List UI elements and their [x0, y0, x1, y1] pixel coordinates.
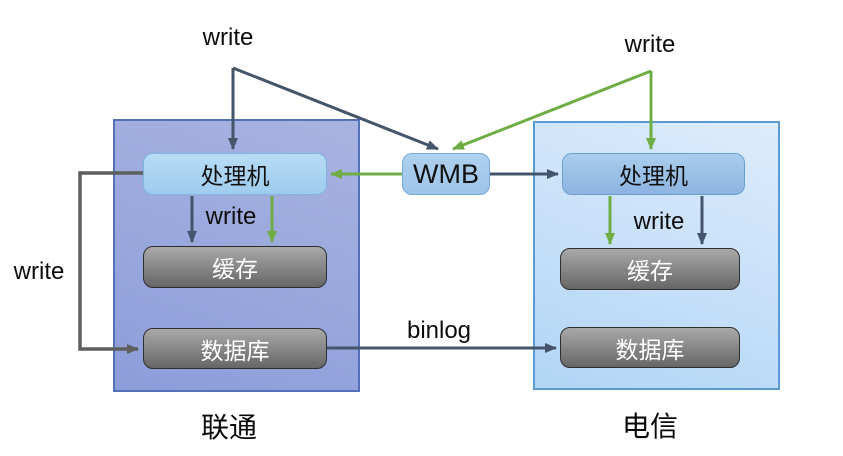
telecom-caption: 电信	[621, 410, 678, 443]
write-label-top-left: write	[202, 24, 254, 51]
telecom-database-label: 数据库	[615, 336, 685, 363]
unicom-database-label: 数据库	[200, 337, 270, 364]
unicom-processor-box: 处理机	[143, 153, 327, 195]
binlog-label: binlog	[406, 317, 472, 344]
telecom-cache-box: 缓存	[560, 248, 740, 290]
telecom-database-box: 数据库	[560, 327, 740, 368]
unicom-database-box: 数据库	[143, 328, 327, 369]
telecom-cache-label: 缓存	[627, 258, 673, 284]
write-label-unicom-outer: write	[13, 258, 65, 285]
telecom-processor-label: 处理机	[619, 163, 688, 189]
write-label-unicom-inner: write	[205, 203, 257, 230]
write-label-telecom-inner: write	[633, 208, 685, 235]
telecom-processor-box: 处理机	[562, 153, 745, 195]
write-label-top-right: write	[624, 31, 676, 58]
unicom-processor-label: 处理机	[200, 163, 270, 189]
wmb-label: WMB	[413, 158, 479, 189]
unicom-cache-box: 缓存	[143, 246, 327, 288]
wmb-box: WMB	[402, 153, 490, 195]
unicom-caption: 联通	[200, 411, 257, 444]
unicom-cache-label: 缓存	[212, 256, 258, 282]
